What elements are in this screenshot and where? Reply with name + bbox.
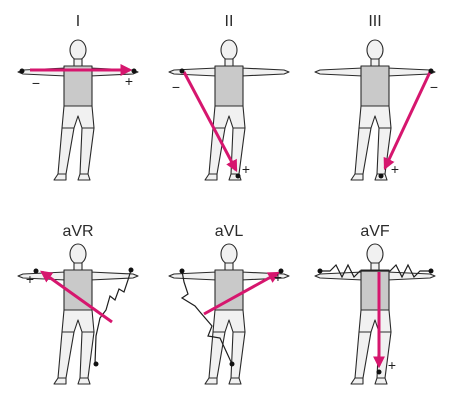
lead-aVF-panel: aVF +: [314, 223, 436, 385]
lead-II-negative: −: [172, 79, 180, 95]
lead-aVL-positive: +: [274, 269, 282, 285]
lead-aVR-positive: +: [26, 271, 34, 287]
lead-aVR-resistor-network: [94, 269, 132, 365]
lead-III-positive: +: [391, 161, 399, 177]
lead-aVF-label: aVF: [360, 223, 390, 240]
lead-aVF-positive: +: [388, 357, 396, 373]
lead-aVL-panel: aVL +: [168, 223, 290, 385]
lead-III-label: III: [368, 13, 381, 30]
lead-II-positive: +: [242, 161, 250, 177]
lead-aVR-panel: aVR +: [17, 223, 139, 385]
lead-I-label: I: [76, 13, 80, 30]
lead-II-panel: II − +: [168, 13, 290, 181]
lead-aVL-arrow: [203, 271, 281, 316]
lead-I-positive: +: [125, 73, 133, 89]
lead-aVR-label: aVR: [62, 223, 93, 240]
lead-I-negative: −: [32, 75, 40, 91]
lead-III-panel: III − +: [314, 13, 438, 181]
lead-III-arrow: [383, 71, 432, 171]
lead-aVR-arrow: [40, 270, 113, 324]
lead-II-label: II: [225, 13, 234, 30]
lead-aVL-resistor-network: [180, 270, 233, 365]
lead-aVL-label: aVL: [215, 223, 244, 240]
lead-I-panel: I − +: [17, 13, 139, 181]
lead-aVF-resistor-network: [320, 263, 431, 279]
lead-II-arrow: [182, 71, 238, 173]
lead-III-negative: −: [430, 79, 438, 95]
